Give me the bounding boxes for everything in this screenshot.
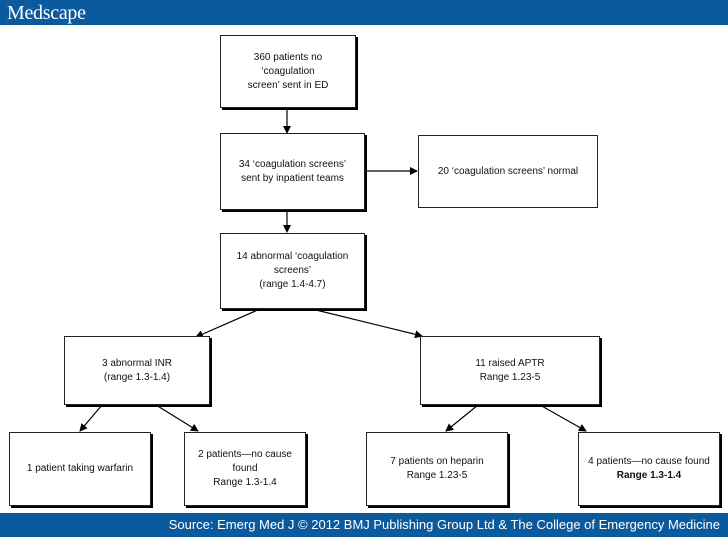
- root-patients-box: 360 patients no ‘coagulation screen’ sen…: [220, 35, 356, 108]
- arrow-aptr-to-no-cause: [539, 404, 587, 432]
- medscape-logo[interactable]: Medscape: [7, 2, 86, 24]
- heparin-box: 7 patients on heparin Range 1.23-5: [366, 432, 508, 506]
- aptr-line-2: Range 1.23-5: [479, 371, 541, 383]
- heparin-line-2: Range 1.23-5: [406, 470, 468, 481]
- aptr-no-cause-line-1: 4 patients—no cause found: [588, 456, 710, 467]
- inpatient-line-1: 34 ‘coagulation screens’: [238, 158, 347, 170]
- raised-aptr-box: 11 raised APTR Range 1.23-5: [420, 336, 600, 405]
- abnormal-inr-box: 3 abnormal INR (range 1.3-1.4): [64, 336, 210, 405]
- warfarin-line-1: 1 patient taking warfarin: [26, 463, 134, 474]
- abnormal-line-3: (range 1.4-4.7): [259, 279, 326, 290]
- source-citation: Source: Emerg Med J © 2012 BMJ Publishin…: [168, 517, 720, 532]
- arrow-abnormal-to-inr: [195, 308, 261, 338]
- inr-no-cause-box: 2 patients—no cause found Range 1.3-1.4: [184, 432, 306, 506]
- aptr-no-cause-box: 4 patients—no cause found Range 1.3-1.4: [578, 432, 720, 506]
- arrow-inr-to-no-cause: [155, 404, 199, 432]
- aptr-no-cause-line-2: Range 1.3-1.4: [616, 470, 682, 481]
- normal-screens-box: 20 ‘coagulation screens’ normal: [418, 135, 598, 208]
- inr-no-cause-line-2: Range 1.3-1.4: [213, 477, 277, 488]
- root-line-1: 360 patients no ‘coagulation: [253, 51, 323, 77]
- inpatient-screens-box: 34 ‘coagulation screens’ sent by inpatie…: [220, 133, 365, 210]
- arrow-inr-to-warfarin: [79, 404, 103, 432]
- abnormal-line-1: 14 abnormal ‘coagulation: [236, 251, 349, 262]
- arrow-abnormal-to-aptr: [311, 308, 423, 339]
- inr-line-2: (range 1.3-1.4): [103, 371, 171, 383]
- arrow-aptr-to-heparin: [445, 404, 479, 432]
- header-bar: Medscape: [0, 0, 728, 25]
- heparin-line-1: 7 patients on heparin: [390, 456, 484, 467]
- normal-line-1: 20 ‘coagulation screens’ normal: [437, 165, 579, 177]
- warfarin-box: 1 patient taking warfarin: [9, 432, 151, 506]
- footer-bar: Source: Emerg Med J © 2012 BMJ Publishin…: [0, 513, 728, 537]
- aptr-line-1: 11 raised APTR: [475, 357, 545, 369]
- root-line-2: screen’ sent in ED: [247, 79, 329, 91]
- abnormal-line-2: screens’: [273, 265, 312, 276]
- inr-no-cause-line-1: 2 patients—no cause found: [198, 449, 292, 474]
- inpatient-line-2: sent by inpatient teams: [241, 172, 344, 184]
- inr-line-1: 3 abnormal INR: [101, 357, 173, 369]
- abnormal-screens-box: 14 abnormal ‘coagulation screens’ (range…: [220, 233, 365, 309]
